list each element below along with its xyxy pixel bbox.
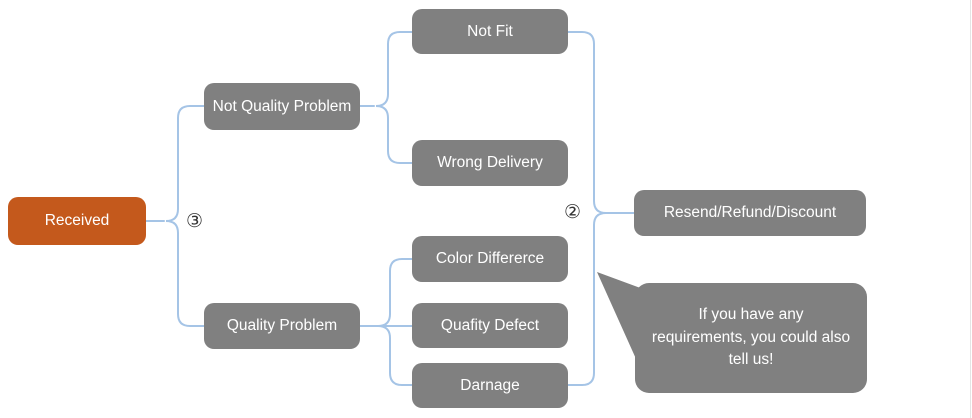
callout-bubble: If you have any requirements, you could …: [635, 283, 867, 393]
node-not-quality-problem: Not Quality Problem: [204, 83, 360, 130]
node-quality-problem: Quality Problem: [204, 303, 360, 349]
branch-number-2: ②: [564, 202, 582, 223]
branch-number-3: ③: [186, 211, 204, 232]
node-resend-refund-discount: Resend/Refund/Discount: [634, 190, 866, 236]
node-color-differerce: Color Differerce: [412, 236, 568, 282]
brace-not-quality: [375, 31, 413, 164]
node-not-fit: Not Fit: [412, 9, 568, 54]
node-darnage: Darnage: [412, 363, 568, 408]
brace-quality: [377, 258, 413, 386]
callout-text: If you have any requirements, you could …: [651, 306, 851, 369]
node-quafity-defect: Quafity Defect: [412, 303, 568, 348]
brace-left: [165, 105, 205, 327]
node-wrong-delivery: Wrong Delivery: [412, 140, 568, 186]
window-edge-line: [970, 0, 971, 418]
node-received: Received: [8, 197, 146, 245]
